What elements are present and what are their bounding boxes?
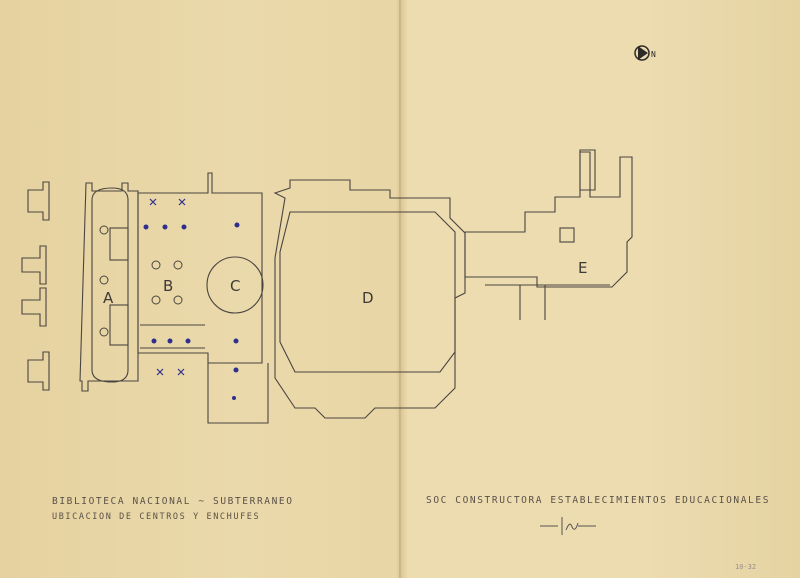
outlets — [149, 198, 186, 376]
room-c — [206, 256, 264, 314]
room-e — [464, 151, 633, 288]
north-arrow-icon: N — [634, 45, 656, 61]
room-a — [79, 182, 139, 392]
north-label: N — [651, 50, 656, 59]
title-line-2: UBICACION DE CENTROS Y ENCHUFES — [52, 512, 261, 522]
room-label-c: C — [230, 277, 240, 295]
pier — [27, 181, 50, 391]
title-line-1: BIBLIOTECA NACIONAL ~ SUBTERRANEO — [52, 496, 294, 507]
room-label-b: B — [163, 277, 173, 295]
company-name: SOC CONSTRUCTORA ESTABLECIMIENTOS EDUCAC… — [426, 495, 771, 506]
sheet-code: 10-32 — [735, 563, 757, 571]
room-label-e: E — [578, 259, 587, 277]
room-label-d: D — [362, 289, 374, 307]
room-label-a: A — [103, 289, 114, 307]
electrical-centers — [143, 222, 240, 400]
signature — [540, 517, 596, 535]
room-b — [137, 172, 263, 364]
lamp-symbols — [99, 225, 183, 337]
